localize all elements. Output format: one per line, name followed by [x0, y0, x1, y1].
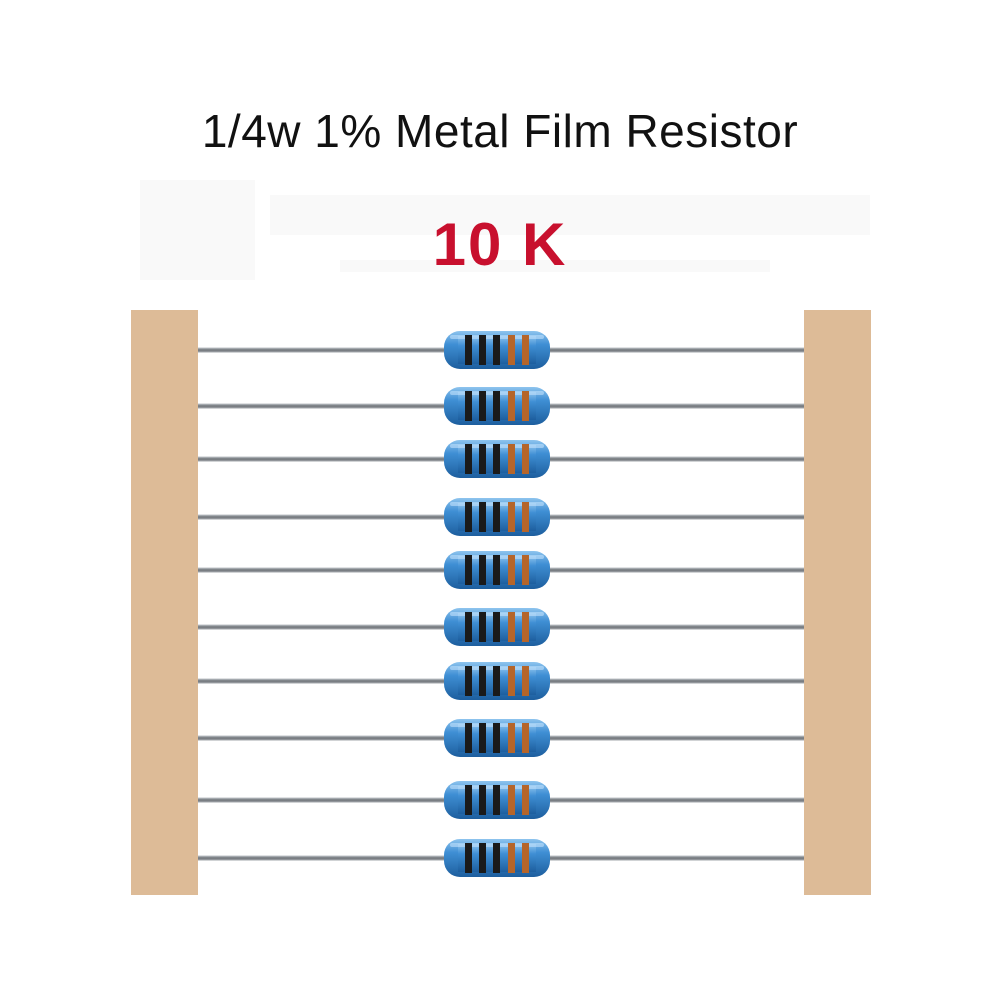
- left-paper-tape: [131, 310, 198, 895]
- resistor: [198, 781, 804, 819]
- color-band-brown: [508, 666, 515, 696]
- resistor: [198, 839, 804, 877]
- resistor: [198, 498, 804, 536]
- color-band-brown: [508, 612, 515, 642]
- color-band-black: [493, 785, 500, 815]
- color-band-brown: [508, 335, 515, 365]
- product-title: 1/4w 1% Metal Film Resistor: [201, 105, 799, 157]
- resistor: [198, 608, 804, 646]
- color-band-black: [479, 444, 486, 474]
- color-band-brown: [522, 723, 529, 753]
- color-band-brown: [508, 555, 515, 585]
- color-band-brown: [522, 555, 529, 585]
- color-band-brown: [522, 666, 529, 696]
- color-band-black: [465, 666, 472, 696]
- color-band-brown: [508, 502, 515, 532]
- resistor: [198, 662, 804, 700]
- color-band-brown: [522, 502, 529, 532]
- color-band-black: [465, 723, 472, 753]
- resistor: [198, 440, 804, 478]
- resistor: [198, 331, 804, 369]
- color-band-black: [493, 843, 500, 873]
- right-paper-tape: [804, 310, 871, 895]
- color-band-black: [479, 666, 486, 696]
- color-band-black: [479, 502, 486, 532]
- color-band-black: [465, 502, 472, 532]
- color-band-brown: [522, 612, 529, 642]
- color-band-black: [479, 555, 486, 585]
- color-band-black: [465, 335, 472, 365]
- color-band-brown: [508, 843, 515, 873]
- color-band-black: [465, 612, 472, 642]
- color-band-brown: [508, 391, 515, 421]
- color-band-brown: [522, 843, 529, 873]
- color-band-brown: [508, 723, 515, 753]
- watermark: [140, 180, 870, 280]
- color-band-black: [493, 666, 500, 696]
- color-band-black: [493, 391, 500, 421]
- color-band-brown: [522, 335, 529, 365]
- color-band-black: [479, 785, 486, 815]
- color-band-brown: [522, 391, 529, 421]
- color-band-brown: [522, 444, 529, 474]
- color-band-black: [479, 612, 486, 642]
- resistor: [198, 719, 804, 757]
- color-band-black: [465, 843, 472, 873]
- color-band-black: [493, 612, 500, 642]
- color-band-black: [493, 502, 500, 532]
- color-band-brown: [508, 785, 515, 815]
- color-band-black: [479, 335, 486, 365]
- color-band-black: [493, 723, 500, 753]
- resistance-value: 10 K: [432, 211, 568, 278]
- color-band-black: [465, 444, 472, 474]
- color-band-black: [465, 391, 472, 421]
- resistor: [198, 551, 804, 589]
- color-band-brown: [508, 444, 515, 474]
- color-band-black: [493, 555, 500, 585]
- color-band-black: [493, 335, 500, 365]
- color-band-brown: [522, 785, 529, 815]
- color-band-black: [479, 723, 486, 753]
- color-band-black: [479, 843, 486, 873]
- color-band-black: [465, 555, 472, 585]
- color-band-black: [479, 391, 486, 421]
- color-band-black: [465, 785, 472, 815]
- resistor: [198, 387, 804, 425]
- color-band-black: [493, 444, 500, 474]
